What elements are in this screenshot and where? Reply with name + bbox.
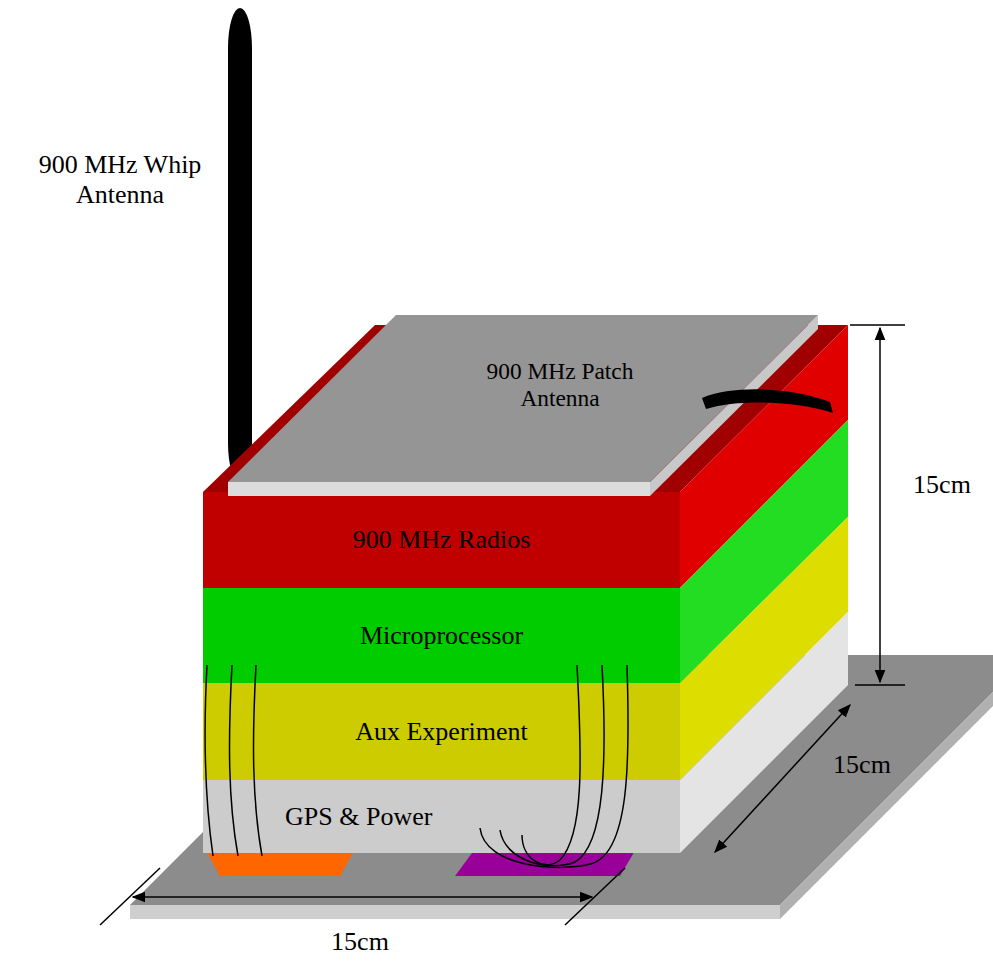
wire	[522, 665, 580, 865]
dimension-arrow	[715, 705, 850, 852]
dimension-arrow	[133, 896, 592, 898]
patch-antenna: 900 MHz Patch Antenna	[450, 335, 670, 435]
aux-front	[203, 683, 680, 780]
layer-label: Microprocessor	[360, 621, 523, 651]
wire	[500, 665, 604, 866]
wire	[205, 665, 213, 856]
layer-label: 900 MHz Patch Antenna	[450, 358, 670, 412]
base-plate-edge	[130, 905, 780, 919]
dimension-label: 15cm	[320, 927, 400, 957]
wire	[480, 665, 628, 867]
antenna-label: 900 MHz Whip Antenna	[35, 150, 205, 210]
experiment-layer: Aux Experiment	[203, 683, 680, 780]
wire	[254, 665, 262, 856]
cable	[702, 389, 833, 413]
gps-side	[680, 612, 848, 853]
dimension-tick	[855, 684, 905, 686]
layer-label: 900 MHz Radios	[353, 525, 531, 555]
micro-front	[203, 588, 680, 683]
base-plate-side	[780, 692, 993, 919]
dimension-label: 15cm	[902, 470, 982, 500]
layer-label: Aux Experiment	[355, 717, 528, 747]
dimension-arrow	[879, 328, 881, 682]
wire	[230, 665, 238, 856]
gps-front	[203, 780, 680, 853]
purple-pad	[455, 849, 636, 876]
base-plate	[130, 655, 993, 905]
orange-pad	[205, 849, 355, 876]
power-layer: GPS & Power	[203, 780, 680, 853]
dimension-tick	[850, 324, 905, 326]
dimension-label: 15cm	[822, 750, 902, 780]
patch-edge	[228, 482, 650, 496]
radio-layer: 900 MHz Radios	[203, 492, 680, 588]
processor-layer: Microprocessor	[203, 588, 680, 683]
whip-antenna	[228, 8, 252, 483]
layer-label: GPS & Power	[285, 802, 432, 832]
radio-front	[203, 492, 680, 588]
